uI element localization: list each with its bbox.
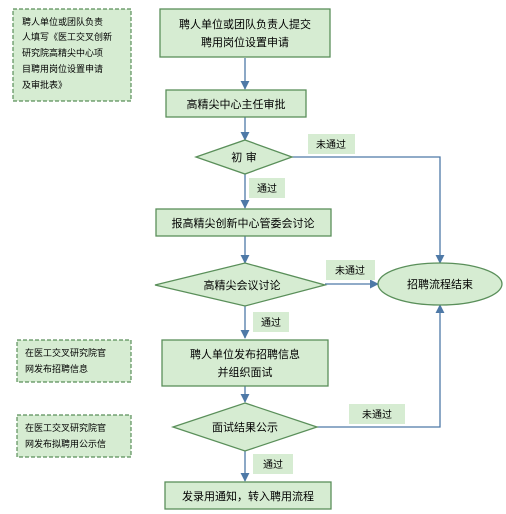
side-note-publish-hiring-notice: 在医工交叉研究院官 网发布拟聘用公示信 bbox=[16, 414, 132, 458]
edge-label-fail-meeting: 未通过 bbox=[326, 260, 375, 280]
step-label: 聘用岗位设置申请 bbox=[201, 35, 289, 49]
edge-label: 未通过 bbox=[335, 264, 365, 277]
step-label: 聘人单位或团队负责人提交 bbox=[179, 17, 311, 31]
edge-label-pass-initial: 通过 bbox=[249, 178, 285, 198]
edge-label: 未通过 bbox=[316, 138, 346, 151]
edge-label: 未通过 bbox=[362, 408, 392, 421]
note-line: 在医工交叉研究院官 bbox=[25, 422, 106, 434]
step-submit-application: 聘人单位或团队负责人提交 聘用岗位设置申请 bbox=[159, 8, 331, 58]
terminal-label: 招聘流程结束 bbox=[407, 277, 473, 291]
edge-label-pass-interview: 通过 bbox=[253, 454, 293, 474]
note-line: 在医工交叉研究院官 bbox=[25, 347, 106, 359]
edge-label-pass-meeting: 通过 bbox=[253, 312, 289, 332]
decision-meeting-discussion: 高精尖会议讨论 bbox=[154, 262, 328, 307]
note-line: 人填写《医工交叉创新 bbox=[22, 31, 112, 43]
decision-initial-review: 初 审 bbox=[194, 139, 294, 175]
decision-label: 高精尖会议讨论 bbox=[204, 278, 281, 292]
step-director-approval: 高精尖中心主任审批 bbox=[165, 89, 307, 118]
step-label: 并组织面试 bbox=[218, 365, 273, 379]
note-line: 聘人单位或团队负责 bbox=[22, 16, 103, 28]
note-line: 研究院高精尖中心项 bbox=[22, 47, 103, 59]
edge-initial-end bbox=[292, 156, 445, 264]
decision-label: 面试结果公示 bbox=[212, 421, 278, 434]
edge-label: 通过 bbox=[263, 458, 283, 471]
step-label: 报高精尖创新中心管委会讨论 bbox=[172, 216, 315, 230]
decision-label: 初 审 bbox=[231, 150, 257, 164]
edge-label: 通过 bbox=[257, 182, 277, 195]
note-line: 及审批表》 bbox=[22, 79, 67, 91]
step-send-offer: 发录用通知，转入聘用流程 bbox=[164, 481, 332, 510]
edge-label-fail-initial: 未通过 bbox=[308, 134, 355, 154]
note-line: 网发布招聘信息 bbox=[25, 363, 88, 375]
step-publish-and-interview: 聘人单位发布招聘信息 并组织面试 bbox=[161, 339, 329, 387]
note-line: 目聘用岗位设置申请 bbox=[22, 63, 103, 75]
decision-interview-result: 面试结果公示 bbox=[170, 402, 320, 452]
connectors bbox=[240, 58, 445, 482]
side-note-application-form: 聘人单位或团队负责 人填写《医工交叉创新 研究院高精尖中心项 目聘用岗位设置申请… bbox=[12, 8, 132, 102]
step-label: 聘人单位发布招聘信息 bbox=[190, 347, 300, 361]
edge-label-fail-interview: 未通过 bbox=[349, 404, 405, 424]
step-label: 高精尖中心主任审批 bbox=[187, 97, 286, 111]
terminal-process-end: 招聘流程结束 bbox=[377, 262, 503, 306]
edge-interview-end bbox=[317, 304, 445, 428]
note-line: 网发布拟聘用公示信 bbox=[25, 438, 106, 450]
side-note-publish-recruitment: 在医工交叉研究院官 网发布招聘信息 bbox=[16, 339, 132, 383]
step-label: 发录用通知，转入聘用流程 bbox=[182, 489, 314, 503]
step-committee-discussion: 报高精尖创新中心管委会讨论 bbox=[155, 208, 332, 237]
edge-label: 通过 bbox=[261, 316, 281, 329]
